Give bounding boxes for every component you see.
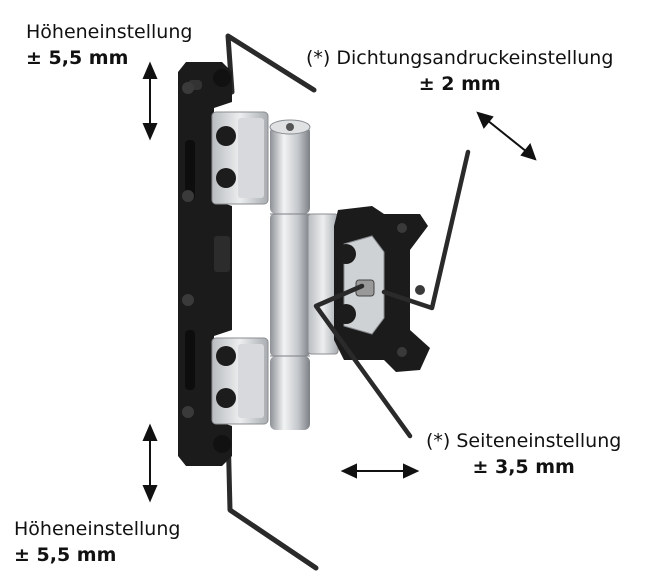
logo-mark <box>214 236 230 272</box>
allen-key-bottom <box>225 425 319 571</box>
label-gasket-value: ± 2 mm <box>418 73 501 95</box>
label-height-bottom: Höheneinstellung ± 5,5 mm <box>14 516 180 568</box>
allen-key-gasket <box>381 149 471 311</box>
arrow-gasket <box>476 111 537 161</box>
arrow-height-bottom <box>142 423 158 503</box>
label-height-top-value: ± 5,5 mm <box>26 47 129 69</box>
label-lateral-title: (*) Seiteneinstellung <box>426 430 622 452</box>
arrow-lateral <box>340 463 420 479</box>
label-gasket: (*) Dichtungsandruckeinstellung ± 2 mm <box>306 45 613 97</box>
hinge-barrel <box>269 119 311 430</box>
allen-key-lateral <box>313 283 413 439</box>
upper-plate <box>211 111 269 205</box>
sash-part <box>307 206 430 372</box>
lower-plate <box>211 337 269 425</box>
label-height-bottom-value: ± 5,5 mm <box>14 544 117 566</box>
label-lateral-value: ± 3,5 mm <box>472 456 575 478</box>
label-height-top: Höheneinstellung ± 5,5 mm <box>26 19 192 71</box>
allen-key-top <box>225 33 317 95</box>
label-gasket-title: (*) Dichtungsandruckeinstellung <box>306 47 614 69</box>
arrow-height-top <box>142 61 158 141</box>
frame-part <box>178 62 232 466</box>
label-height-top-title: Höheneinstellung <box>26 21 193 43</box>
label-lateral: (*) Seiteneinstellung ± 3,5 mm <box>426 428 621 480</box>
label-height-bottom-title: Höheneinstellung <box>14 518 181 540</box>
